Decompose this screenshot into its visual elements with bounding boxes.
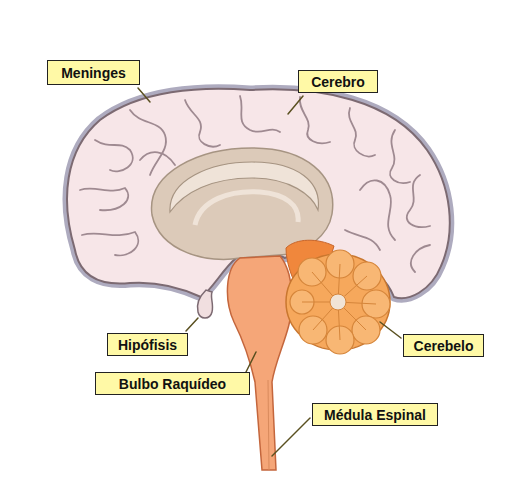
brainstem <box>227 256 292 470</box>
part-name: Meninges <box>61 65 126 81</box>
label-box: Médula Espinal <box>312 403 438 426</box>
label-box: Cerebelo <box>403 334 484 357</box>
cerebellum <box>286 250 390 354</box>
label-box: Hipófisis <box>107 333 188 356</box>
part-name: Hipófisis <box>118 337 177 353</box>
pituitary <box>197 290 212 318</box>
part-name: Médula Espinal <box>324 407 426 423</box>
part-name: Cerebro <box>311 74 365 90</box>
leader-lines <box>138 88 401 456</box>
spinal-cord-line <box>268 380 269 470</box>
label-box: Meninges <box>47 60 140 85</box>
corpus-callosum <box>170 162 318 212</box>
label-box: Bulbo Raquídeo <box>95 372 250 395</box>
fornix <box>195 192 298 225</box>
part-name: Cerebelo <box>414 338 474 354</box>
label-box: Cerebro <box>298 70 378 93</box>
part-name: Bulbo Raquídeo <box>119 376 226 392</box>
gyri-lines <box>80 96 430 272</box>
